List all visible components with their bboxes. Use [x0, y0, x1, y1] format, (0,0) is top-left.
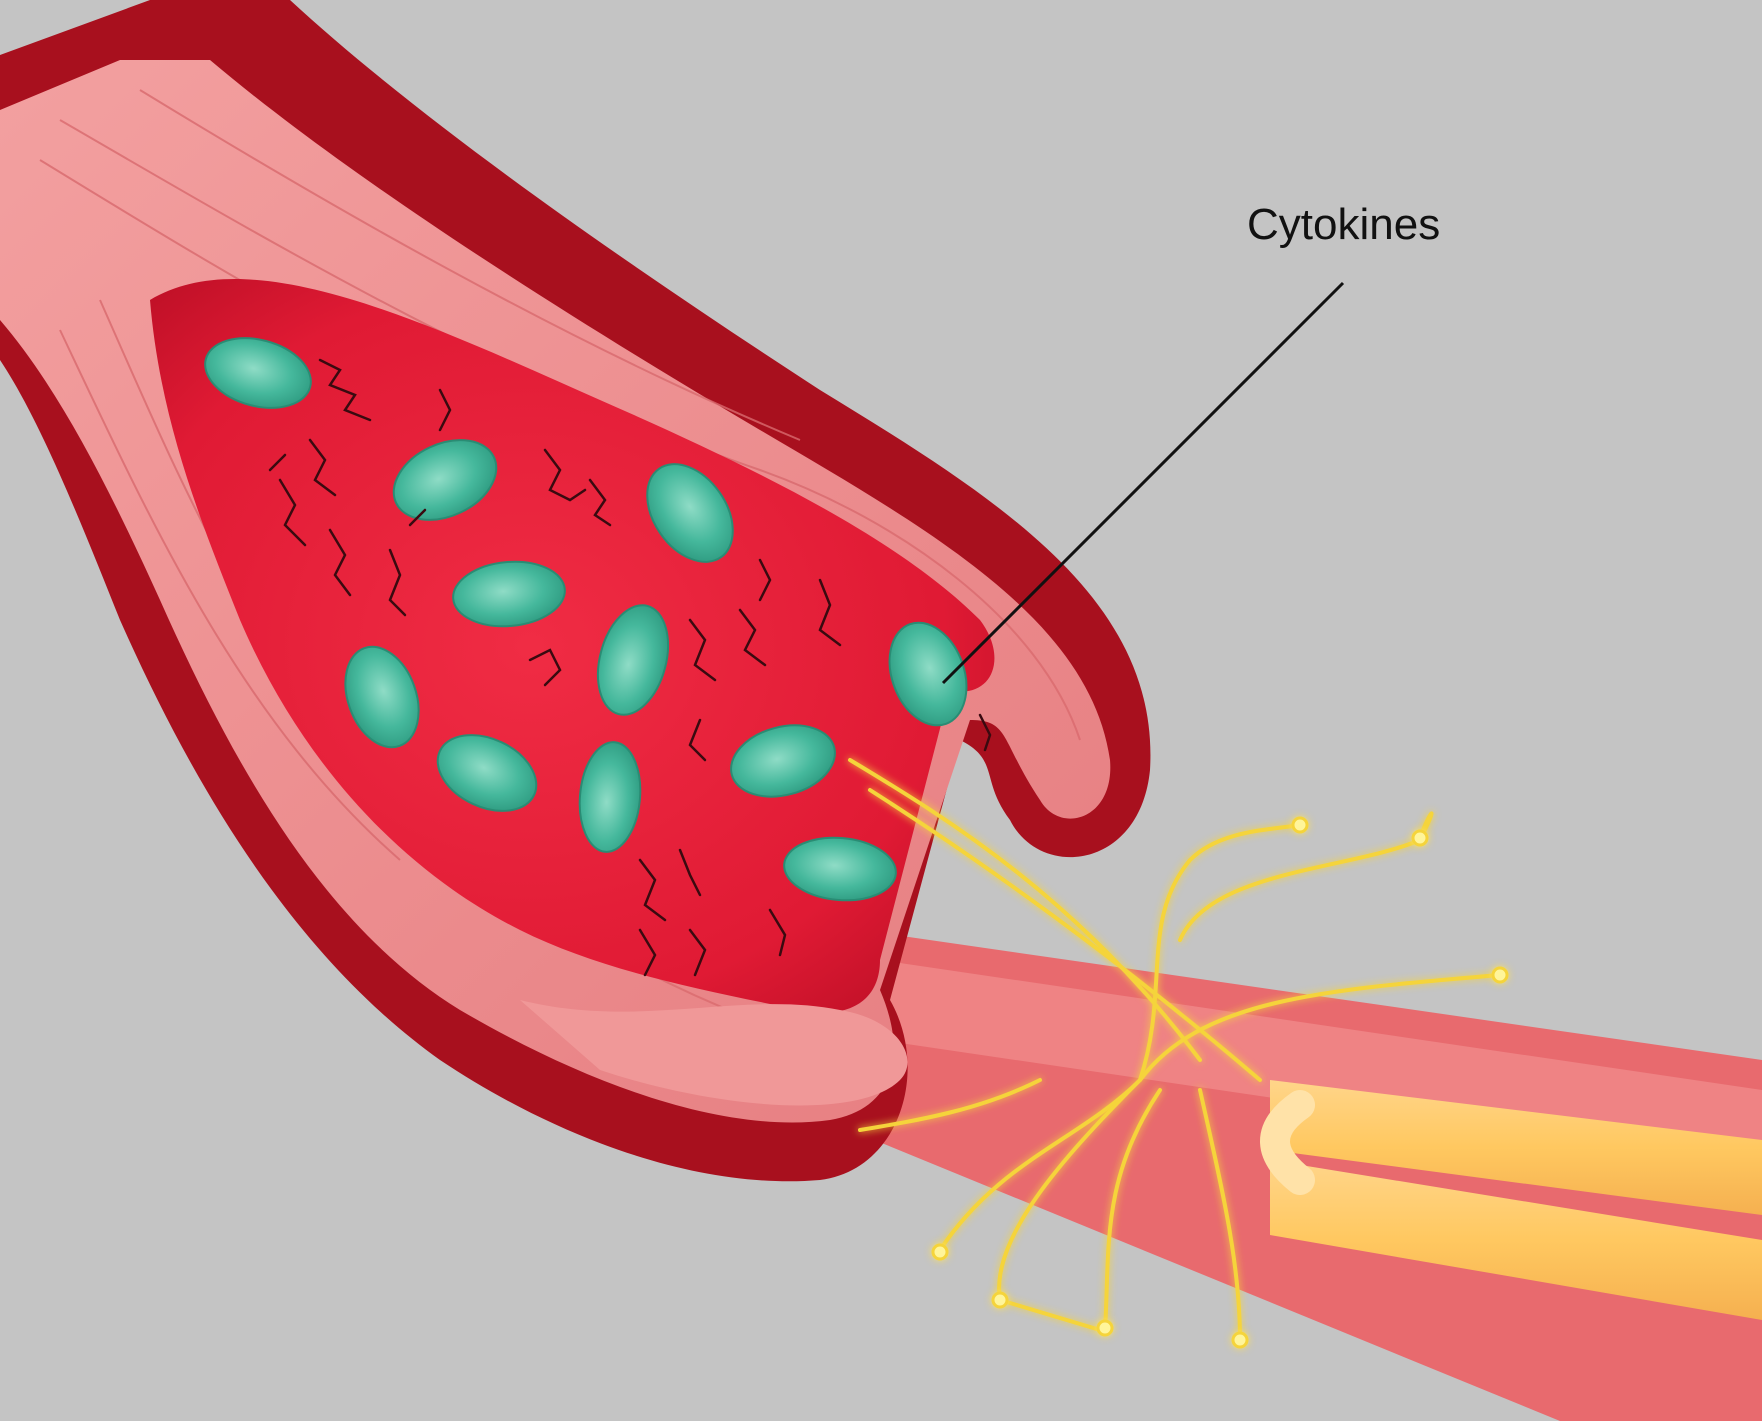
nerve-ending-dot: [1493, 968, 1507, 982]
nerve-ending-dot: [1098, 1321, 1112, 1335]
cytokines-label: Cytokines: [1247, 200, 1440, 250]
nerve-ending-dot: [1413, 831, 1427, 845]
nerve-ending-dot: [933, 1245, 947, 1259]
nerve-ending-dot: [1293, 818, 1307, 832]
nerve-ending-dot: [1233, 1333, 1247, 1347]
nerve-ending-dot: [993, 1293, 1007, 1307]
